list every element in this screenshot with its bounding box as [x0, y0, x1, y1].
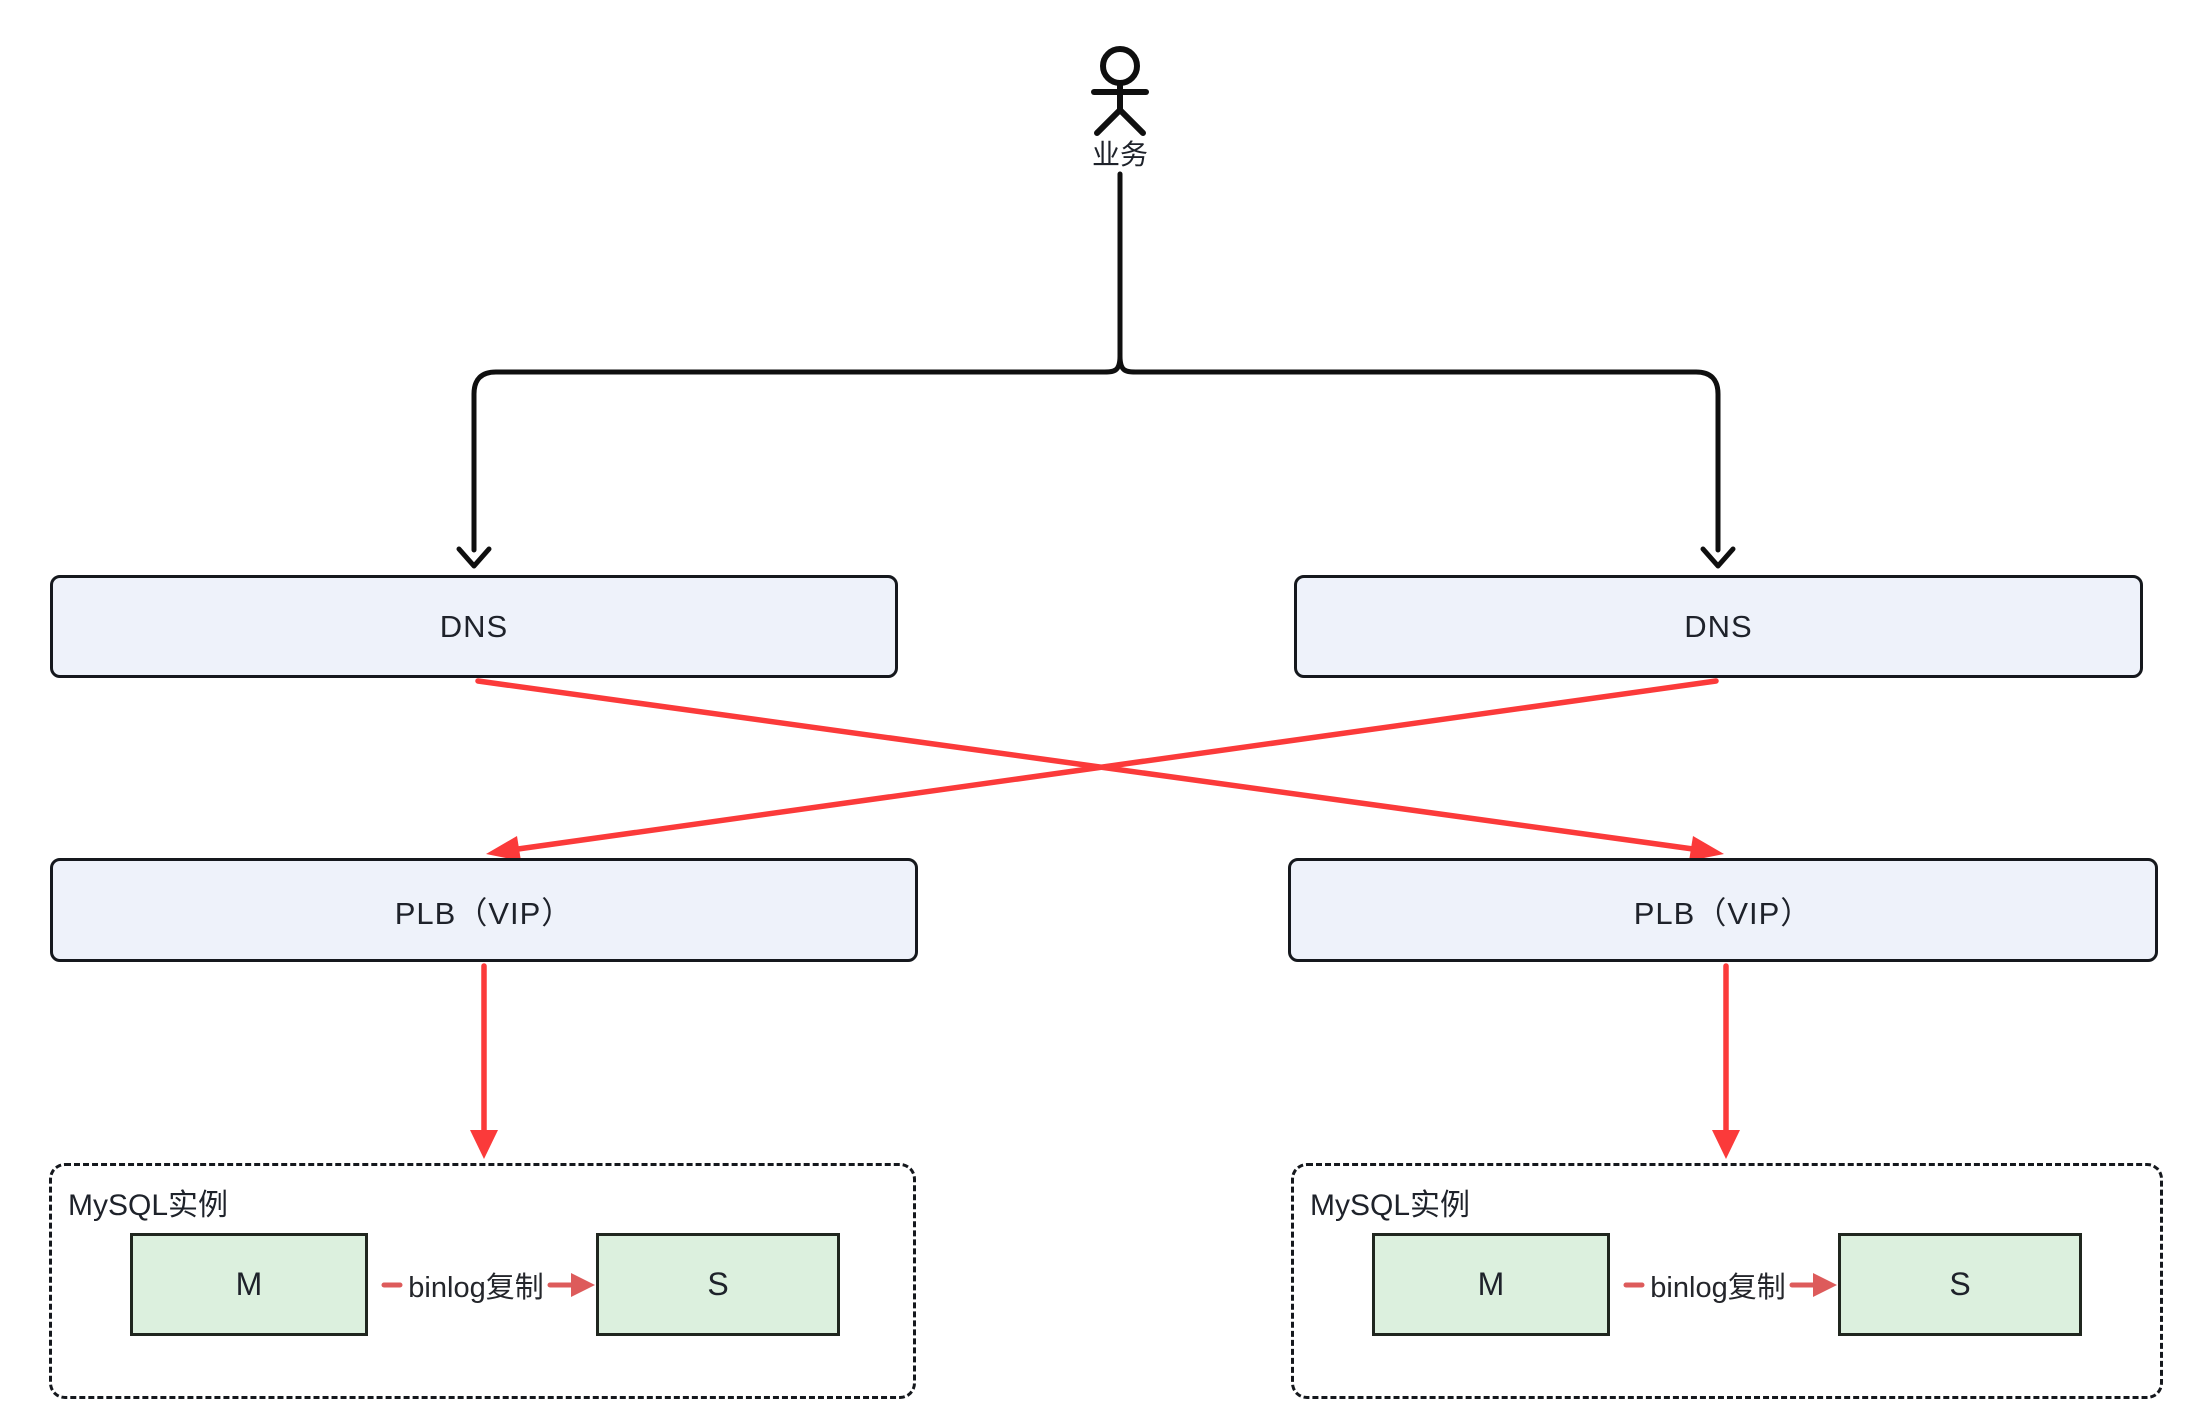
mysql-group-left: MySQL实例: [49, 1163, 916, 1399]
arrowhead-plb-left: [486, 836, 521, 861]
plb-to-mysql-arrows: [470, 963, 1740, 1159]
arrowhead-slave-left: [571, 1273, 595, 1297]
mysql-group-right: MySQL实例: [1291, 1163, 2163, 1399]
master-node-right: M: [1372, 1233, 1610, 1336]
plb-node-left: PLB（VIP）: [50, 858, 918, 962]
dns-node-right: DNS: [1294, 575, 2143, 678]
arrowhead-mysql-right: [1712, 1130, 1740, 1159]
master-node-left: M: [130, 1233, 368, 1336]
slave-node-right: S: [1838, 1233, 2082, 1336]
replication-label-right: binlog复制: [1650, 1272, 1786, 1304]
plb-node-right: PLB（VIP）: [1288, 858, 2158, 962]
actor-to-dns-connector: [456, 171, 1736, 569]
mysql-group-left-title: MySQL实例: [68, 1189, 229, 1222]
arrowhead-plb-right: [1689, 836, 1724, 861]
actor-icon: [1091, 46, 1149, 136]
replication-label-left: binlog复制: [408, 1272, 544, 1304]
arrowhead-mysql-left: [470, 1130, 498, 1159]
dns-to-plb-arrows: [475, 678, 1724, 861]
slave-node-left: S: [596, 1233, 840, 1336]
arrowhead-dns-right: [1700, 546, 1736, 569]
dns-node-left: DNS: [50, 575, 898, 678]
mysql-group-right-title: MySQL实例: [1310, 1189, 1471, 1222]
actor-label: 业务: [1091, 139, 1148, 170]
arrowhead-dns-left: [456, 546, 492, 569]
replication-arrows: [381, 1273, 1837, 1297]
arrowhead-slave-right: [1813, 1273, 1837, 1297]
